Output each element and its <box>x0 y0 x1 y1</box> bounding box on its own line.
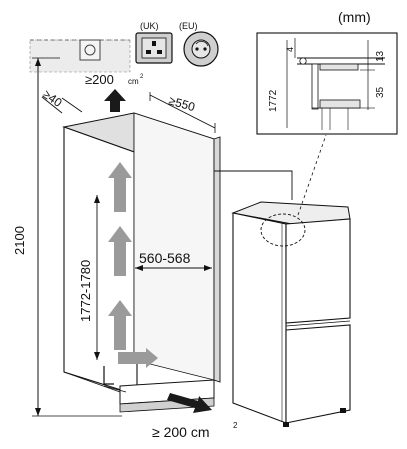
top-vent-arrow-icon <box>104 89 126 112</box>
airflow-arrow-bottom-icon <box>118 348 158 368</box>
niche-height-label: 1772-1780 <box>78 260 93 322</box>
bottom-vent-label-group: ≥ 200 cm 2 <box>152 421 238 440</box>
depth-gap-label: ≥40 <box>40 87 65 110</box>
top-vent-label: ≥200 <box>85 72 114 87</box>
bracket-symbol-icon <box>103 366 127 393</box>
detail-35-label: 35 <box>375 86 386 98</box>
uk-label: (UK) <box>140 21 159 31</box>
total-height-label: 2100 <box>12 226 27 255</box>
eu-label: (EU) <box>179 21 198 31</box>
detail-1772-label: 1772 <box>268 89 279 112</box>
top-vent-unit: cm <box>128 77 139 86</box>
wall-socket-icon <box>79 39 101 61</box>
top-vent-label-group: ≥200 cm 2 <box>85 72 144 87</box>
airflow-arrows <box>108 162 158 368</box>
detail-box: 1772 4 13 35 <box>256 32 398 135</box>
airflow-arrow-middle-icon <box>108 226 132 276</box>
airflow-arrow-lower-icon <box>108 300 132 350</box>
detail-marker <box>260 213 306 247</box>
detail-4-label: 4 <box>285 47 295 52</box>
niche-width-label: 560-568 <box>139 250 191 266</box>
airflow-arrow-upper-icon <box>108 162 132 212</box>
refrigerator <box>231 201 351 427</box>
total-height-dimension: 2100 <box>12 57 122 417</box>
eu-socket-icon: (EU) <box>179 21 219 67</box>
top-vent-exponent: 2 <box>140 74 144 80</box>
depth-gap-dimension: ≥40 <box>40 87 83 114</box>
bottom-vent-arrow-icon <box>167 393 212 413</box>
refrigerator-lower-door <box>285 324 351 424</box>
niche-height-dimension: 1772-1780 <box>78 195 100 360</box>
bottom-vent-label: ≥ 200 cm <box>152 424 209 440</box>
refrigerator-upper-door <box>285 218 351 324</box>
units-label: (mm) <box>338 9 371 25</box>
detail-13-label: 13 <box>375 50 386 62</box>
niche-width-dimension: 560-568 <box>135 250 212 271</box>
bottom-vent-exponent: 2 <box>233 421 238 430</box>
uk-socket-icon: (UK) <box>135 21 173 64</box>
